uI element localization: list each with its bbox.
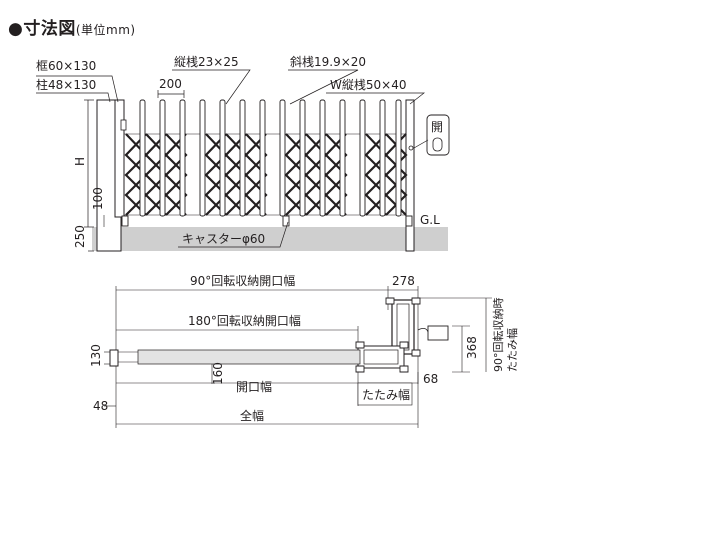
- label-height-100: 100: [91, 187, 105, 210]
- end-post: [405, 99, 415, 252]
- plan-labels: 90°回転収納開口幅 278 180°回転収納開口幅 368 68 130 16…: [89, 273, 519, 423]
- pivot-bracket: [427, 325, 449, 341]
- label-diagonal-bar: 斜桟19.9×20: [290, 55, 366, 69]
- label-rot90-open-width: 90°回転収納開口幅: [190, 273, 295, 288]
- plan-gate-body: [137, 349, 361, 365]
- label-rot90-folded-line1: 90°回転収納時: [492, 298, 505, 373]
- label-130: 130: [89, 344, 103, 367]
- label-total-width: 全幅: [240, 408, 264, 423]
- label-height-h: H: [73, 157, 87, 166]
- leader-post: [36, 92, 111, 103]
- leader-w-vertical-bar: [326, 92, 426, 105]
- label-open-sign: 開: [431, 120, 443, 134]
- title-main: 寸法図: [23, 19, 76, 39]
- label-160: 160: [211, 362, 225, 385]
- label-folded-width: たたみ幅: [362, 387, 410, 402]
- elevation-view: [36, 69, 450, 252]
- label-pitch-200: 200: [159, 77, 182, 91]
- label-caster: キャスターφ60: [182, 232, 265, 246]
- label-opening-width: 開口幅: [236, 379, 272, 394]
- leader-frame: [36, 75, 119, 103]
- label-48: 48: [93, 399, 108, 413]
- open-sign-box: [426, 114, 450, 156]
- gate-frame: [114, 99, 125, 218]
- frame-hinge: [120, 119, 127, 131]
- elevation-labels: 框60×130 柱48×130 200 縦桟23×25 斜桟19.9×20 W縦…: [36, 55, 443, 248]
- label-height-250: 250: [73, 225, 87, 248]
- end-post-latch: [408, 145, 414, 151]
- label-rot180-open-width: 180°回転収納開口幅: [188, 313, 301, 328]
- label-w-vertical-bar: W縦桟50×40: [330, 78, 406, 92]
- ground-band: [92, 227, 448, 251]
- leader-caster: [178, 221, 289, 248]
- title-bullet: ●: [8, 19, 24, 39]
- label-post: 柱48×130: [36, 77, 96, 92]
- label-368: 368: [465, 336, 479, 359]
- vertical-bars: [139, 99, 402, 217]
- leader-diagonal-bar: [288, 69, 359, 105]
- open-sign-knob: [432, 137, 443, 152]
- label-vertical-bar: 縦桟23×25: [174, 55, 239, 69]
- leader-vertical-bar: [172, 69, 251, 105]
- lattice-crossbars: [124, 133, 408, 216]
- title-unit: (単位mm): [75, 23, 136, 37]
- label-rot90-folded-line2: たたみ幅: [506, 328, 519, 372]
- label-frame: 框60×130: [36, 59, 96, 73]
- label-ground-line: G.L: [420, 213, 440, 227]
- plan-post: [109, 349, 119, 367]
- diagram-title: ●寸法図(単位mm): [8, 14, 136, 39]
- label-278: 278: [392, 274, 415, 288]
- casters: [121, 215, 413, 227]
- label-68: 68: [423, 372, 438, 386]
- plan-view: [104, 286, 492, 428]
